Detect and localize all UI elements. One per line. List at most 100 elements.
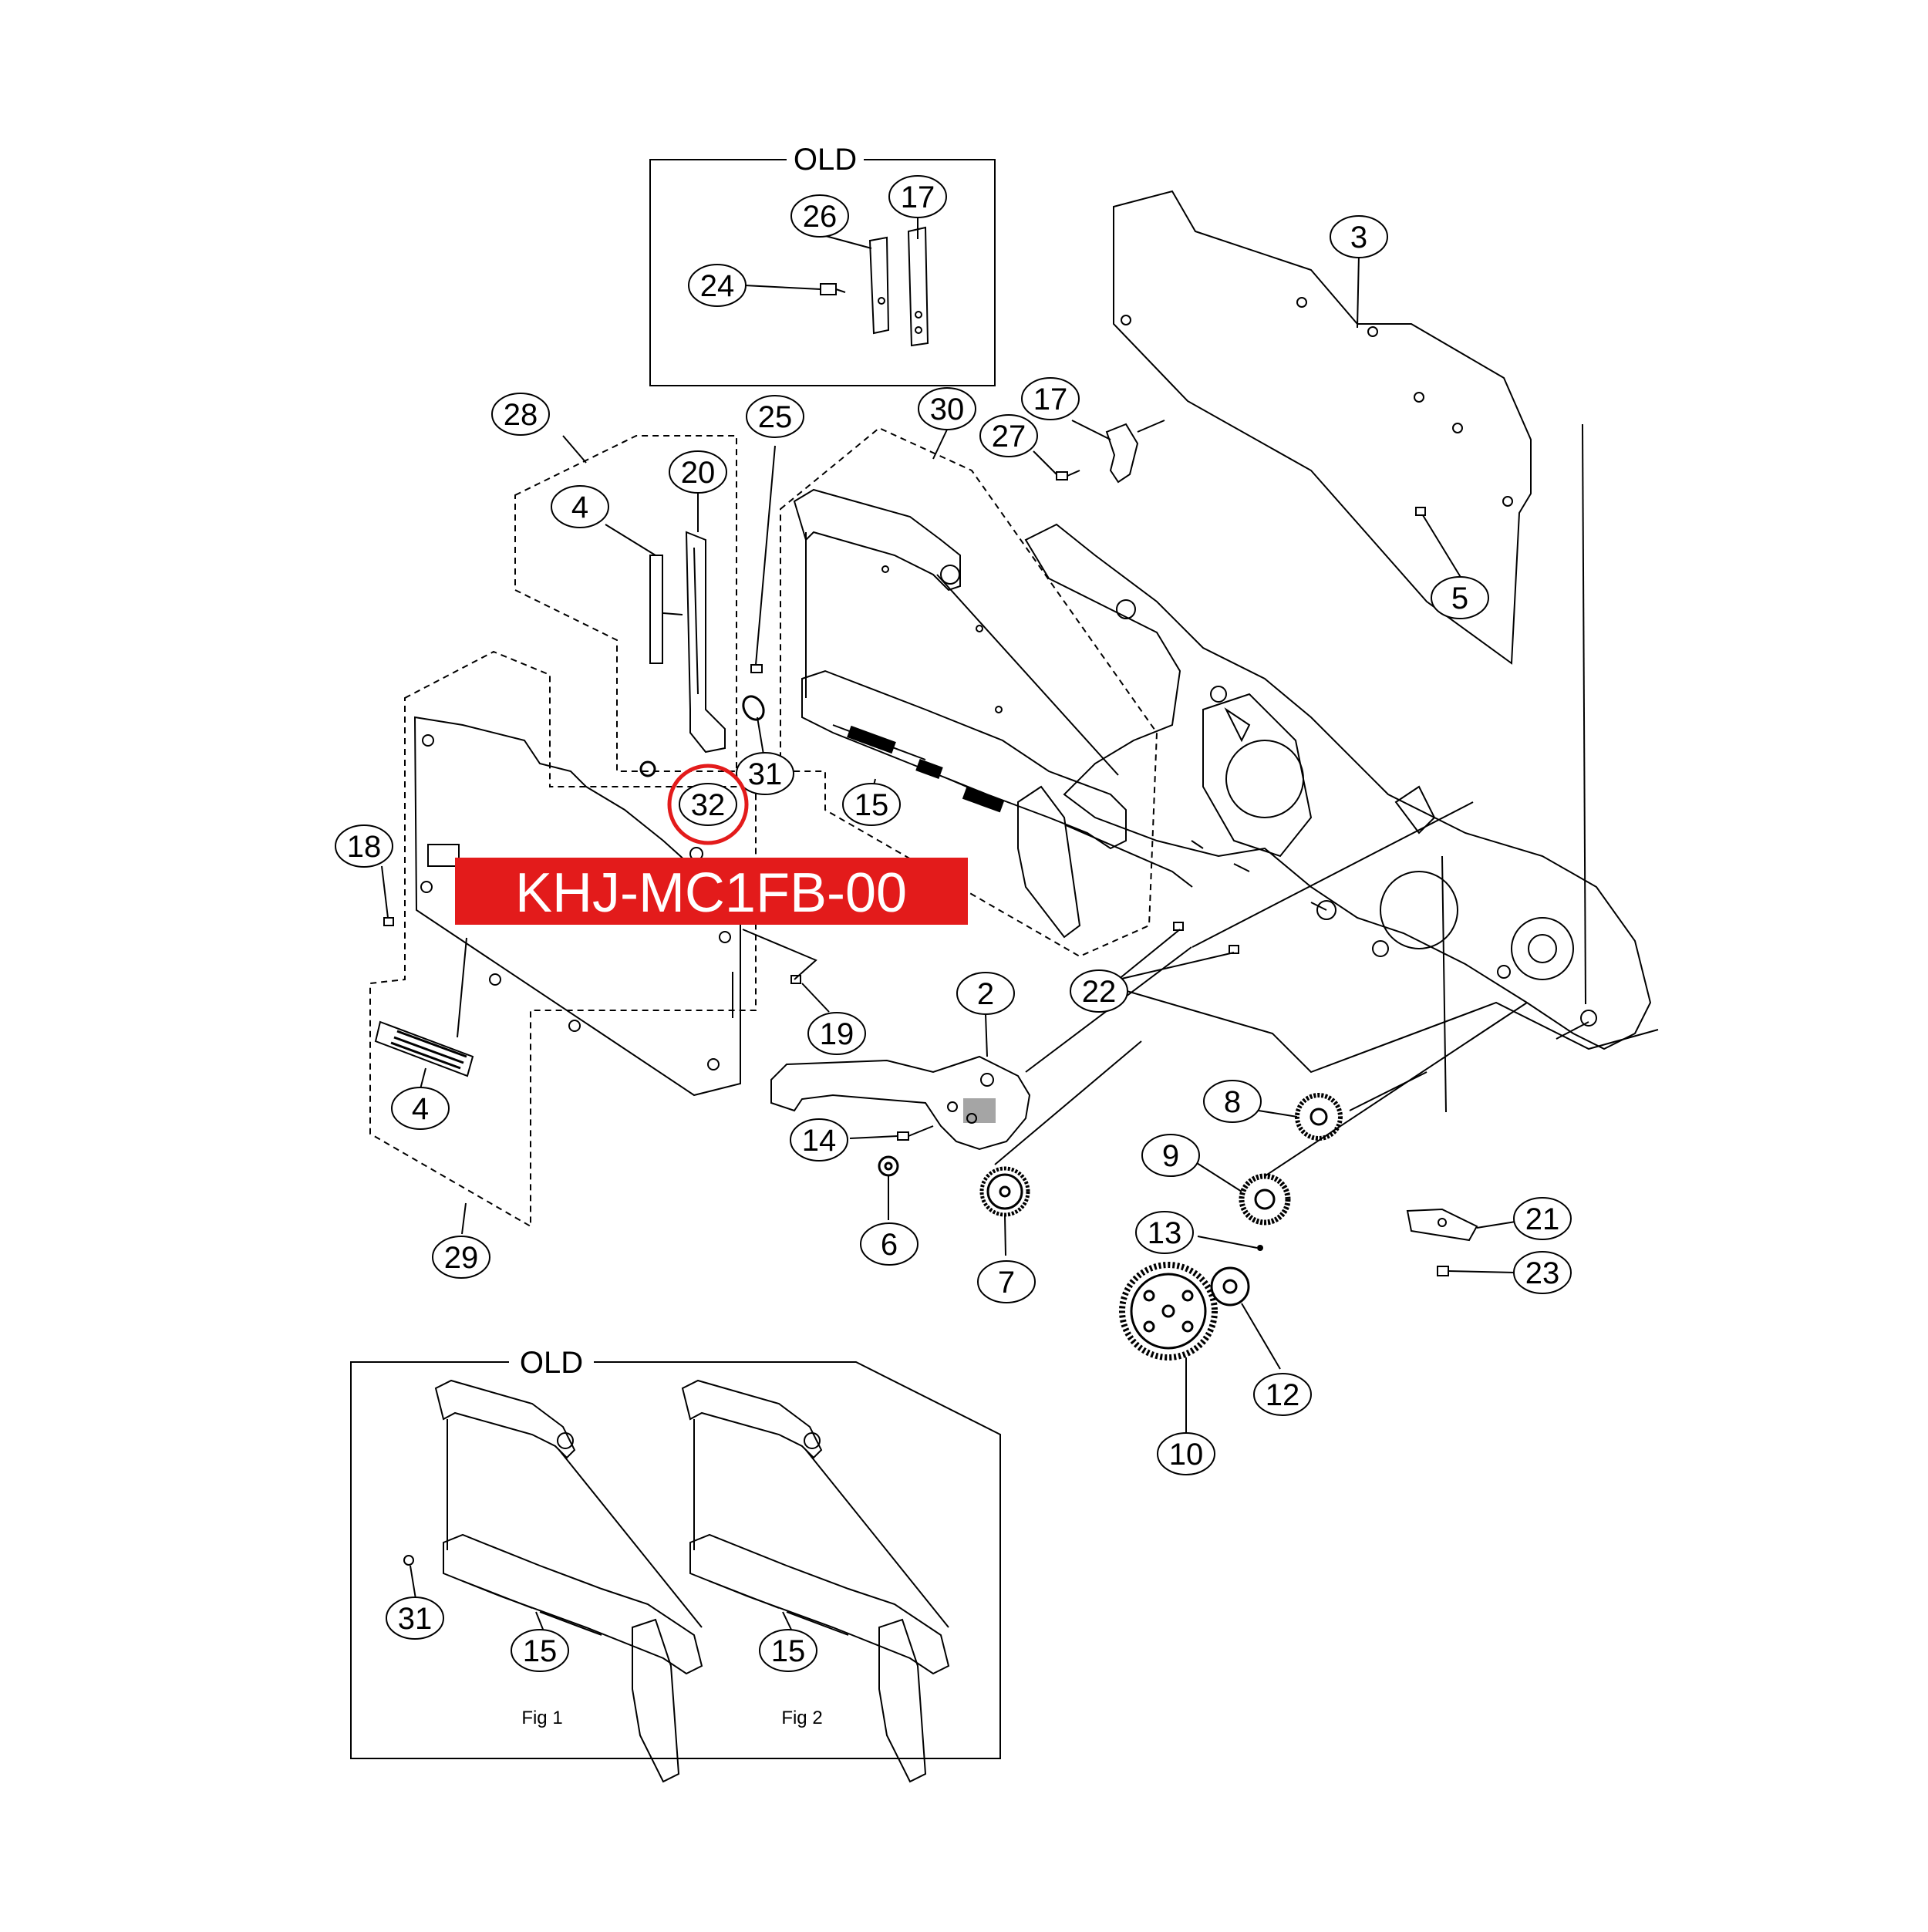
dashed-group-28: [514, 435, 737, 772]
highlight-circle: [667, 764, 749, 845]
main-frame-body: [1024, 523, 1652, 1050]
part-number-banner: [455, 858, 968, 925]
callout-oval-32: [679, 783, 737, 826]
callout-9: 9: [1162, 1139, 1179, 1173]
callout-oval-3: [1330, 215, 1388, 258]
part-4-strip-top: [649, 555, 683, 664]
part-20-latch: [685, 531, 726, 754]
part-14-screw: [897, 1125, 934, 1141]
old-frame-top: [649, 159, 996, 386]
assembly-leader-lines: [1065, 423, 1659, 1113]
callout-oval-19: [807, 1012, 866, 1055]
callout-21: 21: [1525, 1202, 1560, 1236]
callout-oval-28: [491, 393, 550, 436]
callout-3: 3: [1350, 221, 1367, 255]
callout-oval-12: [1253, 1373, 1312, 1416]
callout-4-top: 4: [571, 491, 588, 524]
part-2-motor-bracket: [770, 1055, 1031, 1151]
part-25-screw: [750, 664, 763, 673]
callout-29: 29: [444, 1241, 479, 1275]
callout-18: 18: [347, 830, 382, 864]
part-18-screw: [383, 917, 394, 926]
callout-oval-23: [1513, 1251, 1572, 1294]
callout-31: 31: [748, 757, 783, 791]
old-frame-top-title: OLD: [794, 143, 857, 177]
callout-oval-30: [918, 387, 976, 430]
callout-oval-10: [1157, 1432, 1215, 1475]
callout-4-bottom: 4: [412, 1092, 429, 1126]
part-17-lever: [1105, 420, 1165, 484]
callout-12: 12: [1266, 1378, 1300, 1412]
callout-25: 25: [758, 400, 793, 434]
callout-oval-6: [860, 1222, 918, 1266]
part-27-screw: [1056, 470, 1080, 480]
callout-30: 30: [930, 393, 965, 427]
callout-oval-31: [736, 752, 794, 795]
callout-oval-29: [432, 1236, 490, 1279]
callout-oval-17: [1021, 377, 1080, 420]
callout-27: 27: [992, 420, 1026, 453]
part-29-side-plate: [413, 716, 741, 1097]
part-6-bushing: [878, 1155, 899, 1177]
callout-oval-27: [979, 414, 1038, 457]
callout-oval-26: [790, 194, 849, 238]
dashed-group-29: [369, 650, 757, 1228]
callout-5: 5: [1451, 582, 1468, 615]
callout-oval-8: [1203, 1080, 1262, 1123]
callout-20: 20: [681, 456, 716, 490]
callout-31-old: 31: [398, 1602, 433, 1636]
part-4-strip-bottom: [374, 1020, 474, 1077]
part-8-gear: [1295, 1093, 1343, 1141]
callout-23: 23: [1525, 1256, 1560, 1290]
part-3-cover-plate: [1113, 190, 1532, 665]
callout-14: 14: [802, 1124, 837, 1158]
old-frame-bottom: [350, 1361, 1001, 1759]
callout-oval-4-bottom: [391, 1087, 450, 1130]
old-bracket-parts: [820, 226, 929, 347]
callout-8: 8: [1224, 1085, 1241, 1119]
part-15-tape-guide: [793, 488, 1127, 939]
fig1-label: Fig 1: [521, 1708, 562, 1728]
part-7-gear: [979, 1166, 1030, 1217]
part-22-screws: [1173, 922, 1239, 954]
callout-oval-7: [977, 1260, 1036, 1303]
callout-oval-5: [1431, 576, 1489, 619]
part-9-gear: [1239, 1173, 1291, 1226]
callout-10: 10: [1169, 1438, 1204, 1472]
callout-13: 13: [1148, 1216, 1182, 1250]
callout-17-old: 17: [901, 180, 935, 214]
callout-oval-2: [956, 972, 1015, 1015]
fig2-label: Fig 2: [781, 1708, 822, 1728]
part-19-screw: [742, 929, 817, 984]
callout-28: 28: [504, 398, 538, 432]
old-fig1-tape-guide: [403, 1379, 703, 1783]
callout-oval-20: [669, 450, 727, 494]
callout-2: 2: [977, 977, 994, 1011]
part-31-ring: [742, 695, 765, 721]
part-13-pin: [1257, 1245, 1263, 1251]
callout-oval-21: [1513, 1197, 1572, 1240]
part-5-screw: [1415, 507, 1426, 516]
part-10-large-gear: [1119, 1262, 1218, 1360]
old-frame-bottom-title: OLD: [520, 1346, 583, 1380]
callout-26: 26: [803, 200, 838, 234]
callout-15-fig1: 15: [523, 1634, 558, 1668]
callout-oval-14: [790, 1118, 848, 1162]
callout-15-fig2: 15: [771, 1634, 806, 1668]
callout-oval-24: [688, 264, 747, 307]
callout-15: 15: [854, 788, 889, 822]
part-12-washer: [1210, 1266, 1250, 1307]
part-number-text: KHJ-MC1FB-00: [515, 862, 907, 924]
callout-17: 17: [1033, 383, 1068, 416]
callout-19: 19: [820, 1017, 854, 1051]
callout-labels: 17 26 24 3 28 25 30 17 27 20 4 5 31 32 1…: [347, 180, 1560, 1668]
callout-oval-18: [335, 824, 393, 868]
callout-oval-15-fig2: [759, 1629, 817, 1672]
callout-oval-22: [1070, 969, 1128, 1013]
callout-ovals: [335, 175, 1572, 1672]
part-32-washer: [639, 760, 656, 777]
callout-oval-4-top: [551, 485, 609, 528]
callout-6: 6: [881, 1228, 898, 1262]
